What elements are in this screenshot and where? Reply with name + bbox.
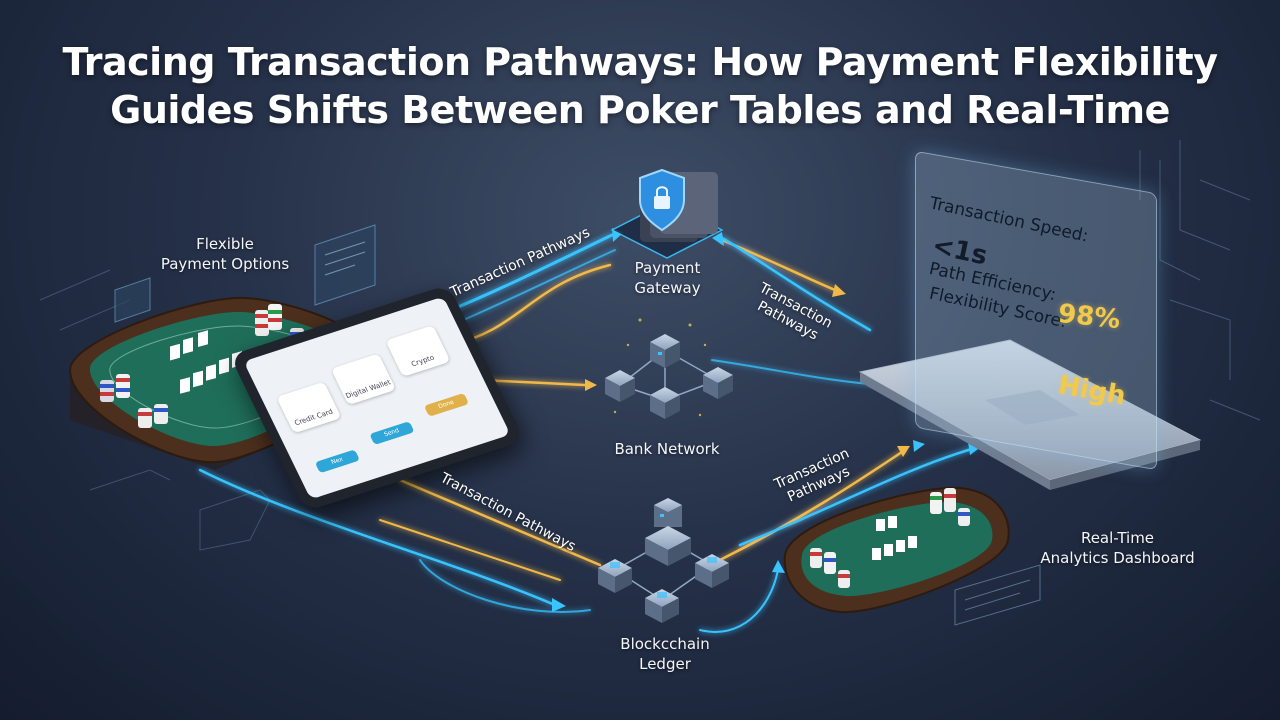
tablet-button-send[interactable]: Send: [369, 421, 415, 446]
ledger-node-top: [645, 498, 691, 566]
lock-icon: [654, 196, 670, 209]
ledger-node-left: [598, 559, 632, 593]
bank-node-left: [605, 370, 635, 402]
ledger-node-bottom: [645, 589, 679, 623]
laptop: [858, 339, 1202, 490]
community-cards-left: [170, 330, 242, 394]
floating-chip-panel: [954, 564, 1041, 626]
bank-network-cluster: [605, 318, 733, 419]
community-cards-right: [872, 516, 917, 560]
floating-doc-panel: [114, 224, 376, 323]
metric-efficiency-value: 98%: [1056, 298, 1122, 336]
path-tablet-to-ledger-gold: [398, 478, 602, 567]
poker-table-right: [783, 486, 1010, 614]
label-real-time-analytics-dashboard: Real-Time Analytics Dashboard: [1040, 529, 1195, 567]
path-table-to-ledger-blue: [198, 468, 557, 607]
tablet-button-next[interactable]: Nex: [314, 449, 361, 474]
bank-node-right: [703, 367, 733, 399]
payment-option-crypto[interactable]: Crypto: [385, 325, 451, 377]
payment-option-digital-wallet[interactable]: Digital Wallet: [330, 353, 397, 406]
title-line-1: Tracing Transaction Pathways: How Paymen…: [62, 40, 1218, 84]
chip-stacks-right: [810, 488, 970, 588]
payment-gateway-server: [610, 168, 724, 259]
circuit-decoration-right: [1139, 140, 1261, 421]
label-blockchain-ledger: Blockcchain Ledger: [620, 635, 710, 673]
tablet-button-done[interactable]: Done: [423, 392, 470, 417]
path-tablet-to-ledger-gold-2: [379, 519, 561, 581]
bank-node-bottom: [650, 387, 680, 419]
page-title: Tracing Transaction Pathways: How Paymen…: [0, 38, 1280, 134]
path-ledger-to-table-blue: [699, 569, 779, 633]
path-dashboard-to-gateway-blue: [720, 236, 872, 332]
path-ledger-return-blue: [419, 559, 591, 613]
title-line-2: Guides Shifts Between Poker Tables and R…: [110, 88, 1170, 132]
path-bank-to-dashboard-blue: [711, 359, 881, 386]
label-flexible-payment-options: Flexible Payment Options: [160, 235, 290, 273]
ledger-node-right: [695, 554, 729, 588]
path-ledger-to-dashboard-gold: [718, 448, 907, 562]
label-payment-gateway: Payment Gateway: [634, 259, 701, 297]
label-bank-network: Bank Network: [614, 440, 720, 458]
path-ledger-to-dashboard-blue: [738, 446, 977, 547]
blockchain-ledger-cluster: [598, 498, 729, 623]
payment-option-credit-card[interactable]: Credit Card: [276, 381, 342, 434]
bank-node-center: [650, 334, 680, 368]
path-tablet-to-bank-gold: [478, 378, 587, 387]
